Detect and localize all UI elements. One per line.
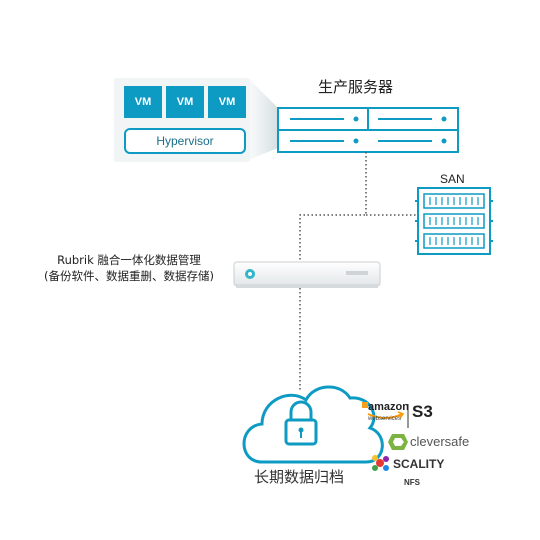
vm-box-3: VM — [208, 86, 246, 118]
hypervisor-box: Hypervisor — [124, 128, 246, 154]
san-storage — [415, 187, 493, 255]
amazon-logo-text: amazon — [368, 401, 409, 413]
cleversafe-logo-icon — [388, 434, 408, 450]
amazon-logo-subtext: webservices — [368, 416, 402, 422]
vm-box-2: VM — [166, 86, 204, 118]
vm-shadow-cone — [248, 78, 278, 160]
connector-lines — [299, 152, 418, 392]
cleversafe-logo-text: cleversafe — [410, 434, 470, 449]
scality-logo-icon — [372, 455, 389, 471]
archive-label: 长期数据归档 — [254, 468, 345, 486]
lock-icon — [284, 400, 318, 446]
rubrik-title: Rubrik 融合一体化数据管理 — [57, 253, 201, 267]
amazon-logo-icon — [362, 402, 409, 428]
server-to-rubrik-line — [299, 152, 367, 260]
rubrik-appliance — [233, 261, 381, 288]
scality-logo-text: SCALITY — [393, 457, 445, 471]
rubrik-subtitle: (备份软件、数据重删、数据存储) — [44, 269, 214, 283]
production-servers-label: 生产服务器 — [318, 78, 394, 96]
server-unit-bottom — [277, 129, 459, 153]
san-label: SAN — [440, 172, 465, 186]
vm-box-1: VM — [124, 86, 162, 118]
nfs-label: NFS — [404, 478, 420, 487]
s3-logo-text: S3 — [412, 402, 433, 421]
production-server — [277, 107, 459, 153]
